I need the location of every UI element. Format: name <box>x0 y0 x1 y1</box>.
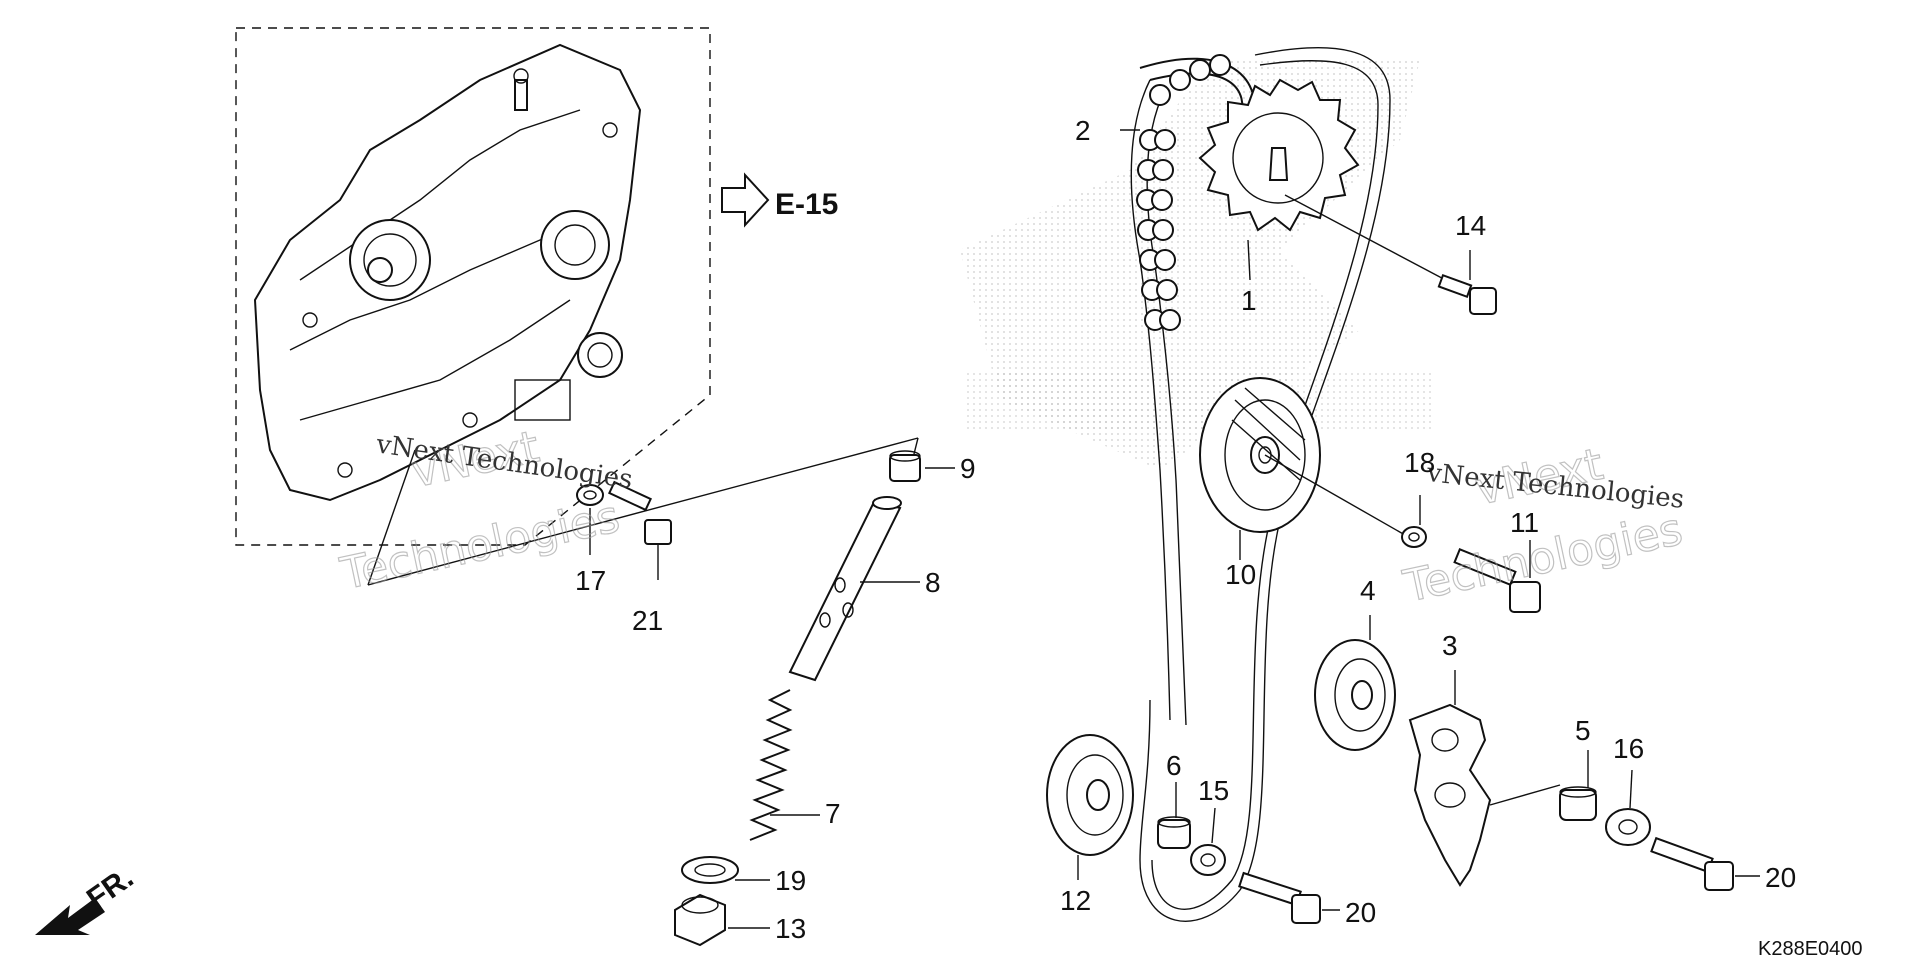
front-arrow-icon <box>35 898 105 935</box>
crankcase-group <box>235 27 711 546</box>
arrow-right-icon <box>721 172 770 228</box>
part-14-bolt <box>1284 194 1497 315</box>
reference-label[interactable]: E-15 <box>775 188 838 221</box>
part-15-washer <box>1190 807 1226 876</box>
chain-links <box>1136 54 1231 331</box>
callout-21[interactable]: 21 <box>632 605 663 636</box>
callout-7[interactable]: 7 <box>825 798 841 829</box>
part-12-roller <box>1046 734 1134 880</box>
part-21-bolt <box>608 480 672 580</box>
callout-8[interactable]: 8 <box>925 567 941 598</box>
reference-arrow[interactable]: E-15 <box>721 172 838 228</box>
part-9-cap <box>889 450 955 482</box>
part-13-bolt <box>674 893 770 947</box>
part-18-washer <box>1264 454 1427 548</box>
drawing-code: K288E0400 <box>1758 938 1863 960</box>
callout-18[interactable]: 18 <box>1404 447 1435 478</box>
part-20-bolt-center <box>1238 871 1340 924</box>
part-19-washer <box>681 856 770 884</box>
callout-19[interactable]: 19 <box>775 865 806 896</box>
part-20-bolt-right <box>1650 836 1760 891</box>
part-8-tensioner-shaft <box>788 496 920 682</box>
callout-14[interactable]: 14 <box>1455 210 1486 241</box>
callout-9[interactable]: 9 <box>960 453 976 484</box>
crankcase-dashed-box <box>235 27 711 546</box>
part-6-collar <box>1157 782 1191 849</box>
watermark-line2-right: Technologies <box>1399 504 1687 613</box>
callout-1[interactable]: 1 <box>1241 285 1257 316</box>
callout-2[interactable]: 2 <box>1075 115 1091 146</box>
callout-20-right[interactable]: 20 <box>1765 862 1796 893</box>
callout-10[interactable]: 10 <box>1225 559 1256 590</box>
background-logo-pattern <box>960 60 1435 470</box>
callout-20-center[interactable]: 20 <box>1345 897 1376 928</box>
part-5-collar <box>1559 750 1597 821</box>
part-17-washer <box>576 484 604 555</box>
callout-15[interactable]: 15 <box>1198 775 1229 806</box>
callout-4[interactable]: 4 <box>1360 575 1376 606</box>
front-indicator: FR. <box>35 861 140 935</box>
part-1-sprocket <box>1198 78 1360 281</box>
callouts: 1 2 3 4 5 6 7 8 9 10 11 12 13 14 15 16 1… <box>575 115 1796 944</box>
callout-6[interactable]: 6 <box>1166 750 1182 781</box>
part-3-tensioner-arm <box>1408 670 1561 887</box>
callout-12[interactable]: 12 <box>1060 885 1091 916</box>
part-4-roller <box>1314 615 1396 751</box>
callout-3[interactable]: 3 <box>1442 630 1458 661</box>
callout-16[interactable]: 16 <box>1613 733 1644 764</box>
part-2-chain <box>1120 54 1256 726</box>
part-16-washer <box>1605 769 1651 846</box>
part-7-spring <box>749 689 820 841</box>
callout-5[interactable]: 5 <box>1575 715 1591 746</box>
part-11-bolt <box>1453 540 1541 613</box>
callout-17[interactable]: 17 <box>575 565 606 596</box>
part-10-roller <box>1199 377 1321 560</box>
callout-11[interactable]: 11 <box>1510 507 1539 538</box>
crankcase-drawing <box>253 43 642 502</box>
callout-13[interactable]: 13 <box>775 913 806 944</box>
